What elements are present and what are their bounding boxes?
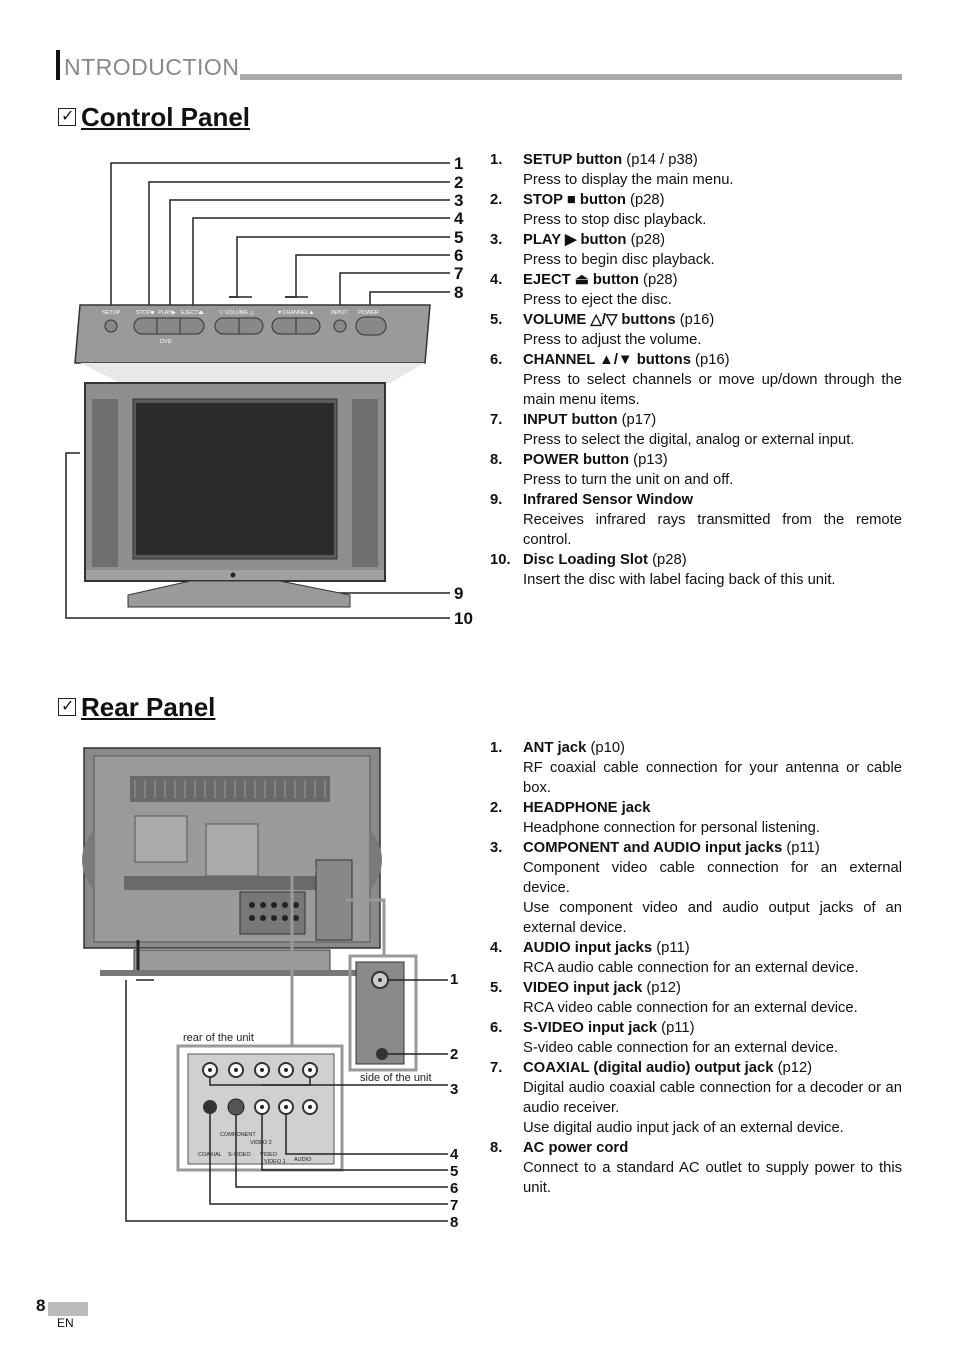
- svg-text:3: 3: [454, 191, 463, 210]
- svg-text:10: 10: [454, 609, 473, 628]
- svg-text:7: 7: [454, 264, 463, 283]
- svg-text:side of the unit: side of the unit: [360, 1072, 432, 1084]
- svg-text:7: 7: [450, 1197, 458, 1214]
- list-item: 5.VIDEO input jack (p12)RCA video cable …: [490, 980, 858, 1016]
- list-item: 2.STOP ■ button (p28)Press to stop disc …: [490, 192, 707, 228]
- page-number: 8: [36, 1296, 46, 1315]
- svg-text:8: 8: [450, 1214, 458, 1231]
- list-item: 3.PLAY ▶ button (p28)Press to begin disc…: [490, 232, 715, 268]
- list-item: 8.POWER button (p13)Press to turn the un…: [490, 452, 734, 488]
- svg-text:3: 3: [450, 1081, 458, 1098]
- svg-text:VIDEO: VIDEO: [260, 1152, 278, 1158]
- svg-text:EJECT⏏: EJECT⏏: [181, 310, 204, 316]
- svg-text:6: 6: [450, 1180, 458, 1197]
- svg-text:4: 4: [450, 1146, 459, 1163]
- list-item: 10.Disc Loading Slot (p28)Insert the dis…: [490, 552, 836, 588]
- rear-panel-title: Rear Panel: [81, 692, 216, 722]
- svg-text:S-VIDEO: S-VIDEO: [228, 1152, 251, 1158]
- svg-text:5: 5: [450, 1163, 458, 1180]
- list-item: 7.INPUT button (p17)Press to select the …: [490, 412, 855, 448]
- svg-text:9: 9: [454, 584, 463, 603]
- svg-text:rear of the unit: rear of the unit: [183, 1032, 254, 1044]
- control-panel-diagram: SETUP STOP■ PLAY▶ EJECT⏏ ▽ VOLUME △ ▼CHA…: [65, 154, 473, 628]
- svg-text:1: 1: [450, 971, 458, 988]
- svg-text:POWER: POWER: [358, 310, 379, 316]
- svg-text:VIDEO 2: VIDEO 2: [250, 1140, 272, 1146]
- page-language: EN: [57, 1316, 74, 1330]
- list-item: 3.COMPONENT and AUDIO input jacks (p11)C…: [490, 840, 902, 936]
- svg-text:STOP■: STOP■: [136, 310, 154, 316]
- svg-text:DVD: DVD: [160, 339, 172, 345]
- checkbox-icon: ✓: [58, 698, 76, 716]
- svg-text:2: 2: [454, 173, 463, 192]
- svg-text:▽ VOLUME △: ▽ VOLUME △: [219, 310, 255, 316]
- list-item: 1.SETUP button (p14 / p38)Press to displ…: [490, 152, 734, 188]
- rear-panel-list: 1.ANT jack (p10)RF coaxial cable connect…: [490, 738, 902, 1198]
- list-item: 7.COAXIAL (digital audio) output jack (p…: [490, 1060, 902, 1136]
- svg-text:5: 5: [454, 228, 463, 247]
- control-panel-list: 1.SETUP button (p14 / p38)Press to displ…: [490, 150, 902, 590]
- svg-text:SETUP: SETUP: [102, 310, 121, 316]
- rear-panel-diagram: COMPONENT VIDEO 2 COAXIAL S-VIDEO VIDEO …: [82, 747, 459, 1231]
- list-item: 4.EJECT ⏏ button (p28)Press to eject the…: [490, 272, 678, 308]
- list-item: 1.ANT jack (p10)RF coaxial cable connect…: [490, 740, 902, 796]
- list-item: 5.VOLUME △/▽ buttons (p16)Press to adjus…: [490, 312, 715, 348]
- svg-text:6: 6: [454, 246, 463, 265]
- header-bar: [56, 50, 60, 80]
- page-number-bar: [48, 1302, 88, 1316]
- control-panel-title: Control Panel: [81, 102, 251, 132]
- svg-text:COMPONENT: COMPONENT: [220, 1132, 256, 1138]
- svg-text:PLAY▶: PLAY▶: [158, 310, 177, 316]
- svg-text:1: 1: [454, 154, 463, 173]
- list-item: 6.CHANNEL ▲/▼ buttons (p16)Press to sele…: [490, 352, 902, 408]
- svg-text:4: 4: [454, 209, 464, 228]
- list-item: 6.S-VIDEO input jack (p11)S-video cable …: [490, 1020, 839, 1056]
- svg-text:▼CHANNEL▲: ▼CHANNEL▲: [277, 310, 314, 316]
- svg-text:AUDIO: AUDIO: [294, 1157, 312, 1163]
- checkbox-icon: ✓: [58, 108, 76, 126]
- svg-text:8: 8: [454, 283, 463, 302]
- svg-text:INPUT: INPUT: [331, 310, 348, 316]
- svg-text:VIDEO 1: VIDEO 1: [264, 1159, 286, 1165]
- header-rule: [240, 74, 902, 80]
- list-item: 4.AUDIO input jacks (p11)RCA audio cable…: [490, 940, 859, 976]
- svg-text:2: 2: [450, 1046, 458, 1063]
- header-title: NTRODUCTION: [64, 54, 240, 80]
